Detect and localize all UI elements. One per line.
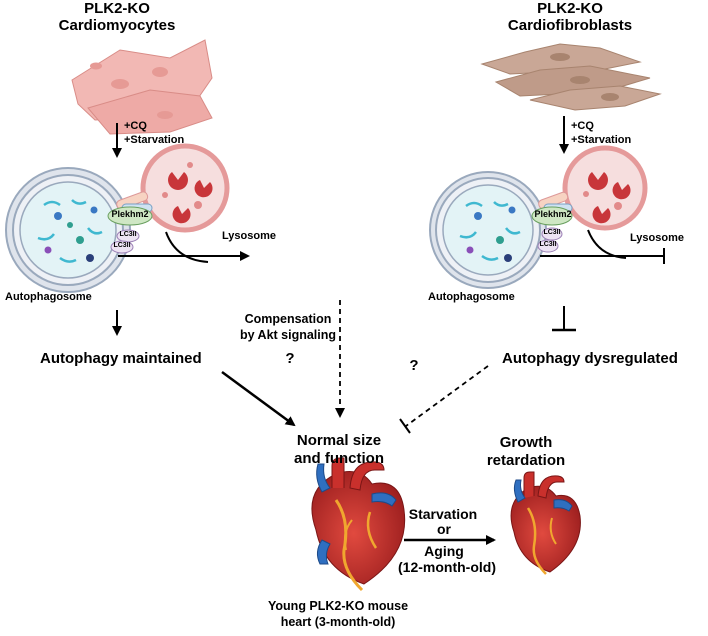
compensation-question-mark: ? xyxy=(285,350,295,367)
left-outcome-label: Autophagy maintained xyxy=(40,350,202,367)
arrow-maintained-to-normal xyxy=(221,370,296,427)
cardiomyocyte-cells-icon xyxy=(71,39,213,135)
right-panel-title-line2: Cardiofibroblasts xyxy=(507,17,633,34)
dysregulated-question-mark: ? xyxy=(409,357,419,374)
left-panel-title-line1: PLK2-KO xyxy=(84,0,150,17)
heart-caption-line2: heart (3-month-old) xyxy=(280,615,396,629)
right-treatment-cq: +CQ xyxy=(571,120,594,132)
right-lc3-label-2: LC3II xyxy=(539,241,557,248)
heart-normal-icon xyxy=(311,457,406,592)
right-autophagosome-label: Autophagosome xyxy=(428,291,515,303)
compensation-line2: by Akt signaling xyxy=(239,328,337,342)
left-treatment-starvation: +Starvation xyxy=(124,134,185,146)
normal-size-line2: and function xyxy=(294,450,384,467)
growth-retardation-line1: Growth xyxy=(499,434,553,451)
plekhm2-tether-right-icon xyxy=(531,191,573,253)
dashed-inhibition-dysregulated xyxy=(399,365,489,434)
right-treatment-starvation: +Starvation xyxy=(571,134,632,146)
left-autophagosome-label: Autophagosome xyxy=(5,291,92,303)
compensation-line1: Compensation xyxy=(244,312,332,326)
left-lc3-label-2: LC3II xyxy=(113,242,131,249)
normal-size-line1: Normal size xyxy=(296,432,382,449)
left-lc3-label-1: LC3II xyxy=(119,231,137,238)
lysosome-right-icon xyxy=(562,145,648,259)
left-plekhm2-label: Plekhm2 xyxy=(111,209,149,219)
condition-or: or xyxy=(437,521,451,537)
plekhm2-tether-left-icon xyxy=(107,191,153,254)
condition-aging: Aging xyxy=(424,543,464,559)
condition-age: (12-month-old) xyxy=(398,559,496,575)
heart-growth-retarded-icon xyxy=(510,471,581,575)
left-treatment-cq: +CQ xyxy=(124,120,147,132)
heart-caption-line1: Young PLK2-KO mouse xyxy=(268,599,409,613)
left-lysosome-label: Lysosome xyxy=(222,230,277,242)
right-lysosome-label: Lysosome xyxy=(630,232,685,244)
condition-starvation: Starvation xyxy=(408,506,478,522)
right-lc3-label-1: LC3II xyxy=(543,229,561,236)
autophagosome-right-icon xyxy=(429,171,547,289)
inhibition-to-autophagy-dysregulated xyxy=(552,306,576,332)
right-panel-title-line1: PLK2-KO xyxy=(537,0,603,17)
lysosome-left-icon xyxy=(140,143,230,263)
right-outcome-label: Autophagy dysregulated xyxy=(502,350,678,367)
fusion-inhibition-right xyxy=(540,248,665,264)
right-plekhm2-label: Plekhm2 xyxy=(534,209,572,219)
left-panel-title-line2: Cardiomyocytes xyxy=(58,17,176,34)
growth-retardation-line2: retardation xyxy=(486,452,566,469)
autophagosome-left-icon xyxy=(5,167,131,293)
cardiofibroblast-cells-icon xyxy=(480,43,662,111)
